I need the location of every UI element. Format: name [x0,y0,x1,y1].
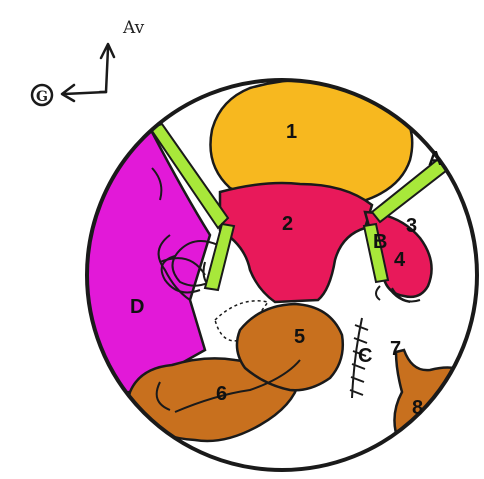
operative-field [60,79,470,445]
anterior-label: Av [122,18,145,38]
orientation-marker: Av G [32,18,145,105]
label-5: 5 [294,326,305,348]
label-1: 1 [286,121,297,143]
left-symbol-label: G [36,89,48,105]
label-7: 7 [390,338,401,360]
label-3: 3 [406,215,417,237]
left-arrow-icon [62,85,106,101]
anterior-arrow-icon [100,44,114,92]
label-d: D [130,296,144,318]
label-2: 2 [282,213,293,235]
label-a: A [428,148,442,170]
label-b: B [373,231,387,253]
label-6: 6 [216,383,227,405]
label-c: C [358,345,372,367]
label-4: 4 [394,249,406,271]
label-8: 8 [412,397,423,419]
organ-2 [220,183,372,302]
